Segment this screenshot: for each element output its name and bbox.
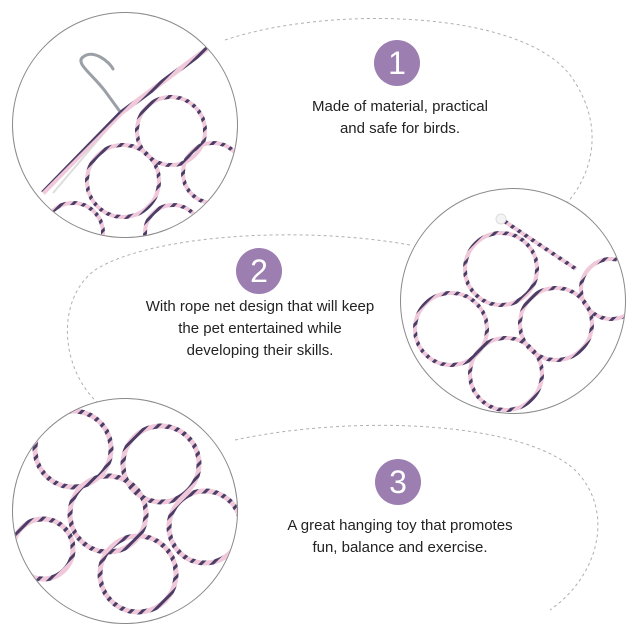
caption-line: fun, balance and exercise. — [312, 539, 488, 556]
caption-line: With rope net design that will keep — [145, 298, 375, 315]
hook-and-rope-net-photo — [12, 12, 238, 238]
feature-1-caption: Made of material, practical and safe for… — [270, 96, 530, 140]
step-1-badge: 1 — [374, 40, 420, 86]
rope-rings-photo — [400, 188, 626, 414]
dashed-curve-3 — [234, 424, 599, 611]
dashed-curve-2 — [67, 234, 411, 406]
caption-line: Made of material, practical — [312, 98, 488, 115]
feature-3-caption: A great hanging toy that promotes fun, b… — [260, 515, 540, 559]
metal-hook-icon — [79, 52, 123, 115]
caption-line: developing their skills. — [186, 342, 334, 359]
caption-line: A great hanging toy that promotes — [287, 517, 513, 534]
rope-rings-closeup-photo — [12, 398, 238, 624]
feature-2-caption: With rope net design that will keep the … — [110, 296, 410, 362]
step-3-badge: 3 — [375, 459, 421, 505]
dashed-curve-1 — [224, 17, 593, 216]
caption-line: the pet entertained while — [178, 320, 342, 337]
step-2-badge: 2 — [236, 248, 282, 294]
caption-line: and safe for birds. — [339, 120, 461, 137]
